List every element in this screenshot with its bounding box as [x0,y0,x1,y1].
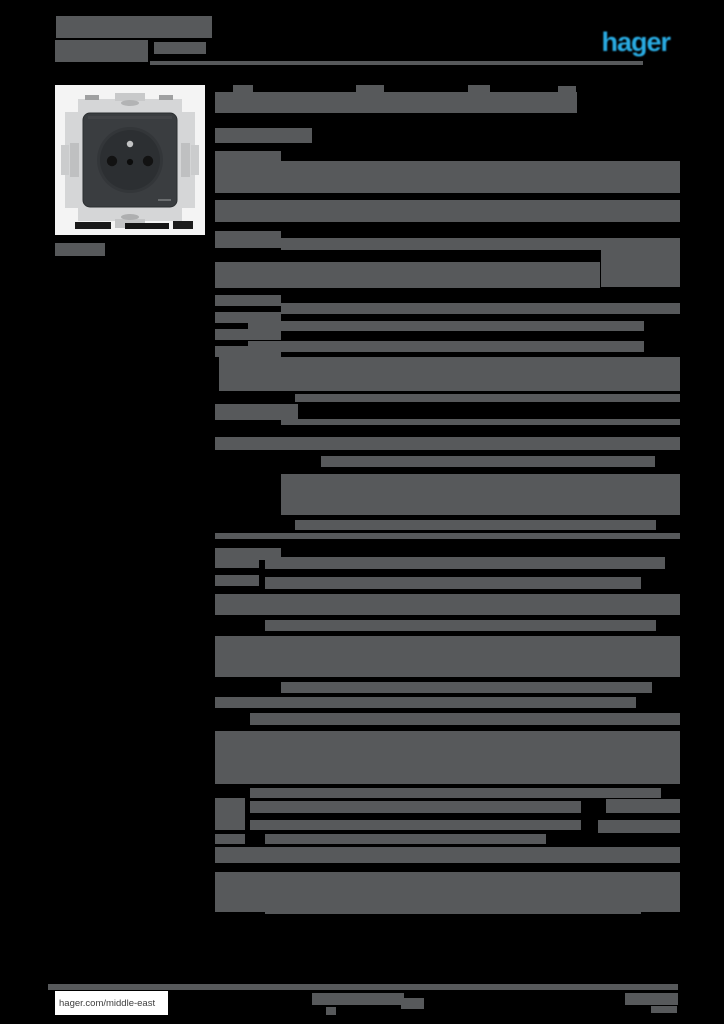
hager-logo: hager [601,27,671,57]
redacted-text-line [215,295,281,306]
redacted-text-line [215,697,636,708]
redacted-footer-line [326,1007,336,1015]
redacted-text-line [219,357,680,391]
redacted-header-line [56,16,212,38]
redacted-text-line [215,346,281,357]
redacted-text-line [281,303,680,314]
footer-divider-line [48,984,678,990]
socket-bottom-screw [121,214,139,220]
redacted-text-line [250,801,581,813]
socket-top-claw [115,93,145,101]
socket-hole-right [142,155,154,167]
redacted-text-line [215,798,245,820]
socket-hole-center [126,158,134,166]
redacted-text-line [250,713,680,725]
socket-right-claw [191,145,199,175]
redacted-text-line [215,437,281,450]
redacted-text-line [281,419,680,425]
site-url-box[interactable]: hager.com/middle-east [55,991,168,1015]
redacted-text-line [215,329,281,340]
redacted-text-line [215,262,600,288]
redacted-footer-line [651,1006,677,1013]
socket-image [61,93,199,229]
redacted-text-line [558,86,576,92]
socket-hole-left [106,155,118,167]
redacted-text-line [281,238,680,250]
redacted-footer-line [625,993,678,1005]
socket-left-claw [61,145,69,175]
redacted-text-line [215,533,680,539]
redacted-text-line [356,85,384,92]
redacted-text-line [250,788,661,798]
redacted-footer-line [401,998,424,1009]
redacted-text-line [321,456,655,467]
redacted-text-line [265,905,641,914]
redacted-text-line [265,557,665,569]
redacted-text-line [215,151,281,162]
redacted-text-line [215,636,680,677]
header-rule-line [150,61,643,65]
redacted-text-line [215,200,680,222]
redacted-header-line [55,40,148,62]
redacted-text-line [215,404,298,420]
redacted-text-line [215,594,680,615]
redacted-text-line [215,834,245,844]
socket-top-screw [121,100,139,106]
redacted-text-line [215,820,245,830]
redacted-text-line [598,820,680,833]
redacted-text-line [265,834,546,844]
product-photo [55,85,205,235]
redacted-text-line [606,799,680,813]
redacted-text-line [215,731,680,784]
redacted-text-line [215,231,281,248]
redacted-text-line [215,161,680,193]
socket-imprint [158,199,171,201]
redacted-text-line [265,577,641,589]
redacted-text-line [215,575,259,586]
redacted-text-line [250,820,581,830]
redacted-text-line [248,321,644,331]
redacted-text-line [265,620,656,631]
redacted-text-line [248,341,644,352]
redacted-text-line [295,520,656,530]
redacted-header-line [154,42,206,54]
redacted-footer-line [312,993,404,1005]
redacted-text-line [215,92,577,113]
photo-caption-line [55,243,105,256]
redacted-text-line [601,242,680,287]
socket-indicator-dot [126,140,134,148]
redacted-text-line [215,557,259,568]
redacted-text-line [295,394,680,402]
redacted-text-line [215,128,312,143]
redacted-text-line [233,85,253,92]
redacted-text-line [281,682,652,693]
redacted-text-line [468,85,490,92]
redacted-text-line [215,847,680,863]
redacted-text-line [215,312,281,323]
redacted-text-line [281,437,680,450]
site-url-text: hager.com/middle-east [59,997,156,1009]
redacted-text-line [281,474,680,515]
